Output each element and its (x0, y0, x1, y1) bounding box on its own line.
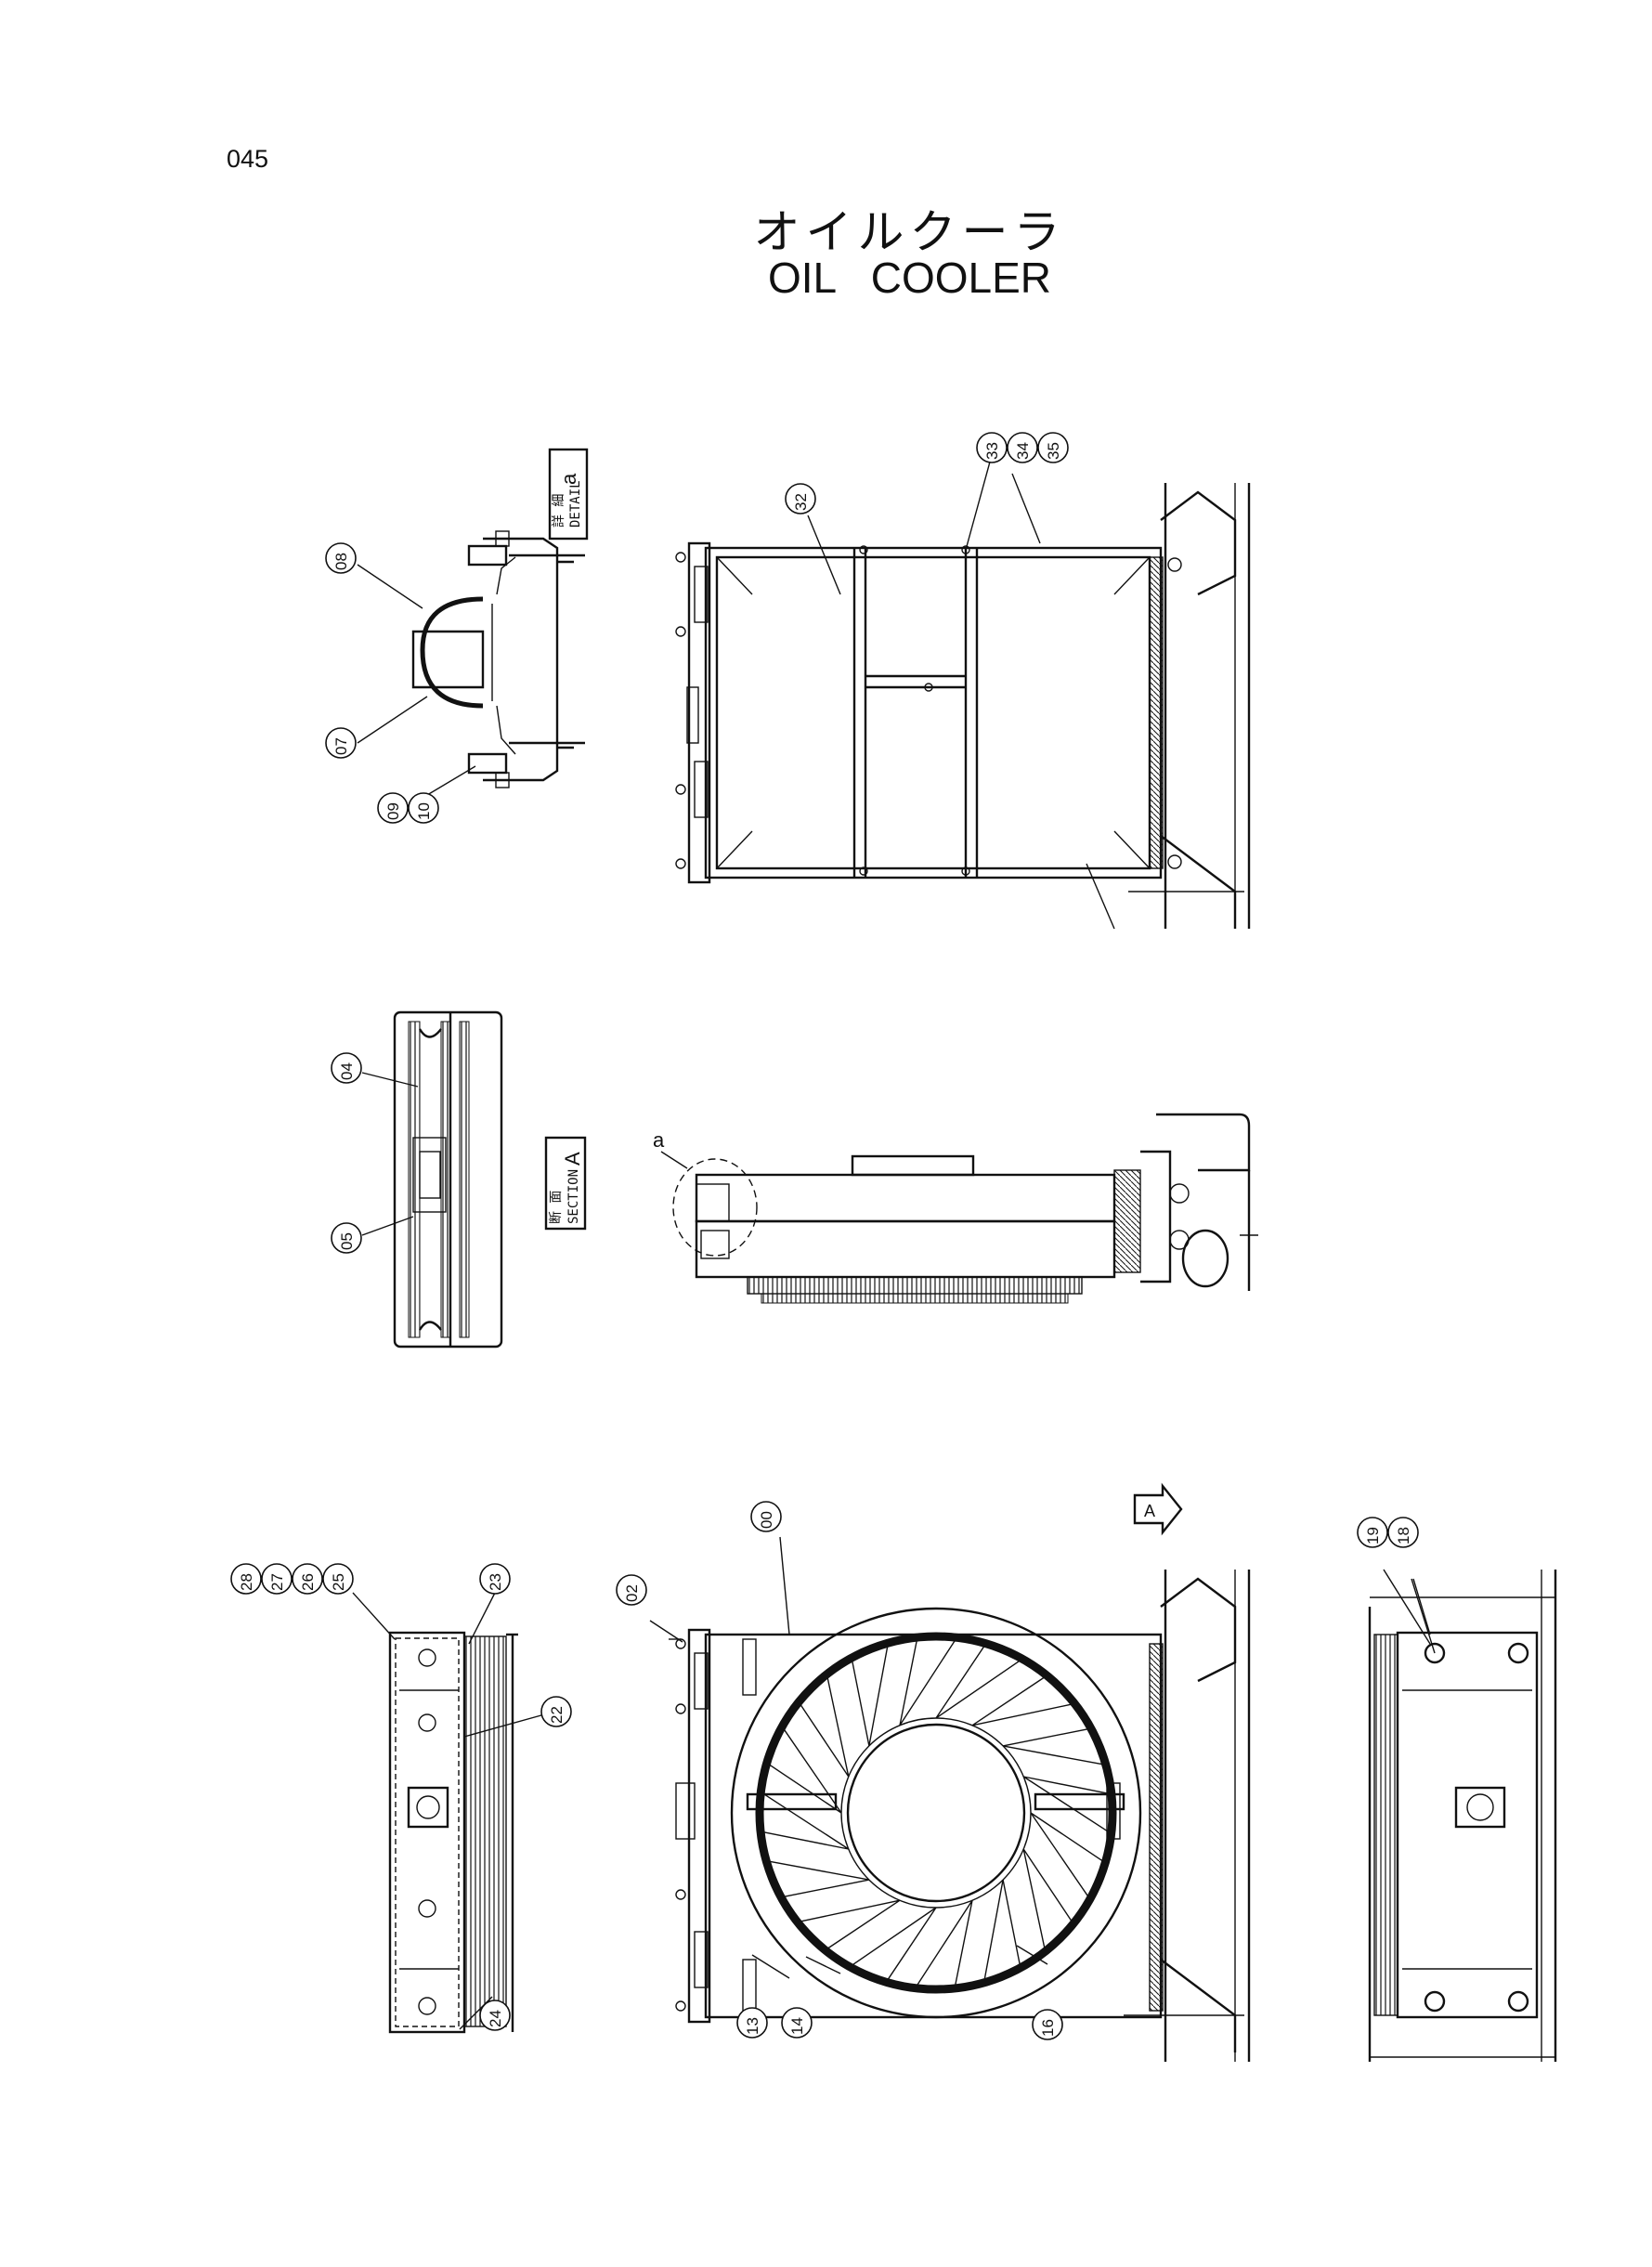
callout-27: 27 (261, 1563, 293, 1595)
fan-blade (1022, 1848, 1073, 1948)
callout-25: 25 (322, 1563, 354, 1595)
callout-08: 08 (325, 542, 357, 574)
callout-04: 04 (331, 1052, 362, 1084)
callout-34: 34 (1007, 432, 1038, 463)
fan-blade (971, 1676, 1072, 1726)
svg-text:09: 09 (384, 802, 402, 820)
top-view (675, 454, 1251, 930)
view-a-arrow: A (1133, 1482, 1183, 1536)
svg-text:34: 34 (1014, 442, 1032, 460)
callout-09: 09 (377, 792, 409, 824)
fan-blade (1002, 1728, 1102, 1765)
svg-text:25: 25 (330, 1573, 347, 1591)
svg-text:26: 26 (299, 1573, 317, 1591)
svg-text:14: 14 (788, 2017, 806, 2035)
fan-blade (763, 1793, 850, 1850)
svg-text:32: 32 (792, 493, 810, 511)
callout-26: 26 (292, 1563, 323, 1595)
callout-28: 28 (230, 1563, 262, 1595)
fan-blade (1022, 1776, 1109, 1832)
fan-blade (917, 1899, 973, 1986)
detail-a-view (357, 530, 585, 807)
detail-tag-letter: a (557, 473, 580, 485)
detail-mark-letter: a (653, 1128, 665, 1152)
page-number: 045 (227, 145, 269, 173)
title-english: OIL COOLER (767, 254, 1052, 302)
detail-tag: 詳 細 DETAIL a (548, 448, 589, 541)
view-arrow-letter: A (1144, 1502, 1155, 1520)
callout-24: 24 (479, 2000, 511, 2031)
callout-16: 16 (1032, 2009, 1063, 2040)
callout-23: 23 (479, 1563, 511, 1595)
svg-text:07: 07 (332, 737, 350, 755)
svg-text:28: 28 (238, 1573, 255, 1591)
callout-02: 02 (616, 1574, 647, 1606)
view-a-right (1368, 1569, 1557, 2062)
callout-35: 35 (1037, 432, 1069, 463)
callout-14: 14 (781, 2007, 813, 2039)
svg-text:10: 10 (415, 802, 433, 820)
callout-00: 00 (750, 1501, 782, 1532)
callout-05: 05 (331, 1222, 362, 1254)
svg-text:33: 33 (983, 442, 1001, 460)
fan-blade (800, 1899, 901, 1949)
section-tag-en: SECTION (566, 1169, 581, 1224)
callout-19: 19 (1357, 1517, 1388, 1548)
callout-18: 18 (1387, 1517, 1419, 1548)
fan-blade (770, 1860, 870, 1897)
fan-blade (769, 1729, 842, 1814)
svg-text:16: 16 (1039, 2019, 1057, 2037)
svg-text:00: 00 (758, 1511, 775, 1529)
callout-07: 07 (325, 727, 357, 759)
svg-text:18: 18 (1395, 1527, 1412, 1544)
svg-text:35: 35 (1045, 442, 1062, 460)
side-view: a (653, 1113, 1258, 1304)
fan-blade (852, 1907, 937, 1980)
svg-text:24: 24 (487, 2010, 504, 2027)
detail-tag-jp: 詳 細 (552, 494, 566, 528)
callout-33: 33 (976, 432, 1008, 463)
fan-blade (983, 1879, 1021, 1979)
svg-text:02: 02 (623, 1584, 641, 1602)
section-tag-jp: 断 面 (549, 1191, 564, 1224)
svg-text:08: 08 (332, 553, 350, 570)
callout-10: 10 (408, 792, 439, 824)
fan-view (649, 1536, 1251, 2062)
fan-blade (935, 1646, 1020, 1719)
svg-text:13: 13 (744, 2017, 761, 2035)
section-tag-letter: A (561, 1152, 584, 1166)
fan-blade (852, 1647, 889, 1747)
callout-32: 32 (785, 483, 816, 515)
svg-text:22: 22 (548, 1706, 566, 1724)
bottom-left-view (352, 1592, 549, 2034)
fan-blade (800, 1677, 850, 1778)
section-tag: 断 面 SECTION A (544, 1136, 587, 1231)
callout-22: 22 (540, 1696, 572, 1727)
svg-text:27: 27 (268, 1573, 286, 1591)
detail-tag-en: DETAIL (568, 480, 583, 528)
svg-text:04: 04 (338, 1062, 356, 1080)
title-japanese: オイルクーラ (753, 205, 1066, 259)
svg-text:19: 19 (1364, 1527, 1382, 1544)
svg-text:05: 05 (338, 1232, 356, 1250)
section-a-view (361, 1010, 503, 1348)
fan-blade (1030, 1812, 1103, 1896)
svg-text:23: 23 (487, 1573, 504, 1591)
fan-blade (899, 1640, 956, 1726)
callout-13: 13 (736, 2007, 768, 2039)
